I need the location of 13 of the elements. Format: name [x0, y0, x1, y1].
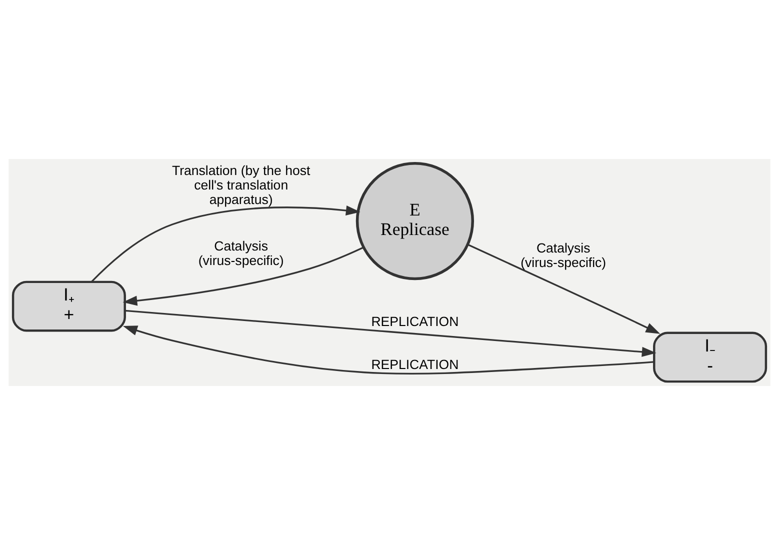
node-box: I₋ - — [653, 331, 768, 382]
arrow — [122, 246, 364, 306]
node-circle: E Replicase — [356, 161, 474, 280]
node-box: I₊ + — [12, 280, 126, 332]
arrow — [468, 243, 660, 334]
edge-label: REPLICATION — [371, 313, 459, 328]
edge-label: Translation (by the host cell's translation apparatus) — [172, 162, 310, 206]
edge-label: Catalysis (virus-specific) — [520, 240, 606, 270]
edge-label: REPLICATION — [371, 356, 459, 372]
arrow — [91, 204, 360, 282]
arrow — [122, 325, 654, 374]
edge-label: Catalysis (virus-specific) — [198, 238, 284, 268]
arrow — [125, 309, 656, 356]
